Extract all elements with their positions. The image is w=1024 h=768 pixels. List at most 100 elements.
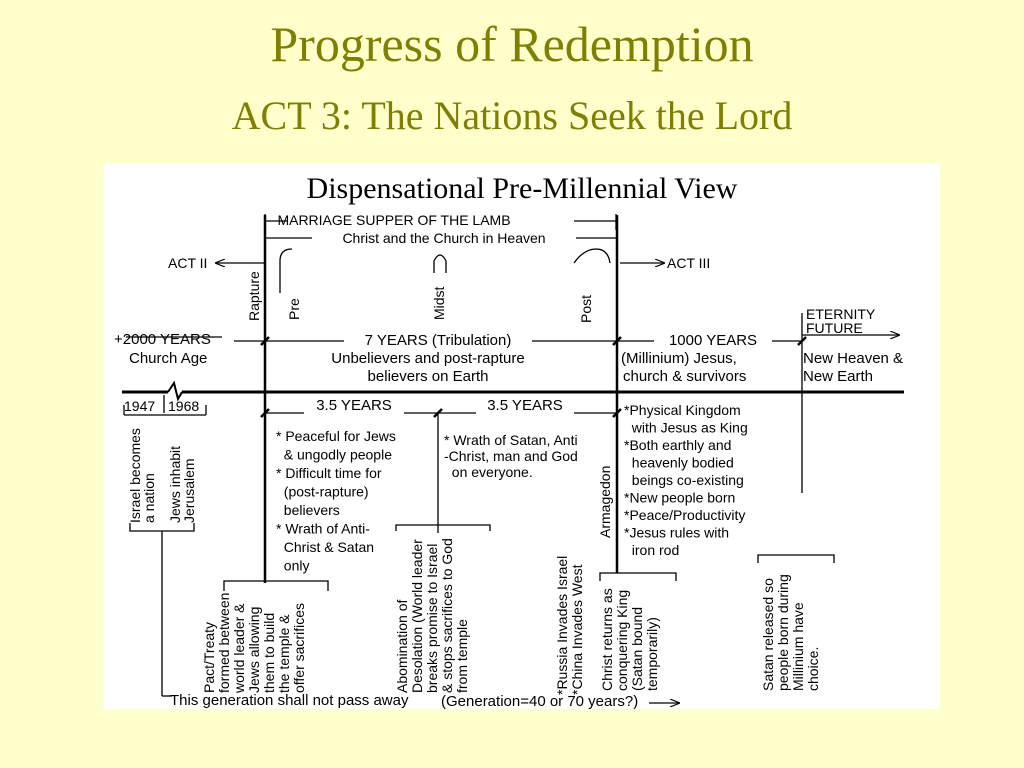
- second-half-line: -Christ, man and God: [444, 448, 578, 464]
- years1000-label: 1000 YEARS: [669, 332, 757, 349]
- abomination-line: Desolation (World leader: [409, 539, 425, 693]
- satan-released-line: people born during: [775, 574, 791, 691]
- timeline-diagram: Dispensational Pre-Millennial View MARRI…: [104, 163, 940, 710]
- christ-returns-bracket: [599, 572, 677, 581]
- future-label: FUTURE: [806, 320, 863, 336]
- abomination-line: from temple: [454, 619, 470, 693]
- kingdom-line: with Jesus as King: [624, 420, 748, 436]
- timeline-break: [167, 380, 183, 402]
- kingdom-line: *Peace/Productivity: [624, 507, 745, 523]
- kingdom-line: *Physical Kingdom: [624, 402, 741, 418]
- tick-rapture-lower: [260, 408, 270, 418]
- kingdom-line: beings co-existing: [624, 472, 744, 488]
- first-half-line: believers: [276, 502, 340, 518]
- abomination-line: Abomination of: [394, 599, 410, 693]
- years2000-label: +2000 YEARS: [114, 331, 211, 348]
- new-heaven-line-2: New Earth: [803, 368, 873, 385]
- post-rapture-curve: [573, 248, 611, 264]
- israel-line-1: Israel becomes: [127, 428, 143, 523]
- satan-released-line: Millinium have: [790, 602, 806, 691]
- first-half-notes: * Peaceful for Jews & ungodly people * Di…: [276, 428, 396, 574]
- pact-bracket: [223, 580, 329, 591]
- satan-released-line: choice.: [805, 647, 821, 691]
- pact-line: world leader &: [231, 603, 247, 694]
- pact-line: them to build: [261, 613, 277, 693]
- pact-line: offer sacrifices: [291, 603, 307, 693]
- tick-millennium-upper: [612, 336, 622, 346]
- year1947-label: 1947: [124, 398, 155, 414]
- abomination-line: & stops sacrifices to God: [439, 538, 455, 693]
- pact-line: formed between: [216, 593, 232, 693]
- first-half-line: * Peaceful for Jews: [276, 428, 396, 444]
- pre-label: Pre: [286, 298, 302, 320]
- christ-returns-line: temporarily): [644, 617, 660, 691]
- pact-line: the temple &: [276, 614, 292, 693]
- israel-bracket: [129, 523, 195, 532]
- satan-released-bracket: [757, 554, 835, 563]
- tick-eternity-upper: [797, 336, 807, 346]
- kingdom-line: iron rod: [624, 542, 679, 558]
- russia-notes: *Russia Invades Israel*China Invades Wes…: [554, 556, 585, 695]
- timeline-svg: Dispensational Pre-Millennial View MARRI…: [114, 172, 904, 710]
- rapture-label: Rapture: [246, 271, 262, 321]
- armageddon-label: Armagedon: [597, 466, 613, 538]
- first-half-line: only: [276, 558, 309, 574]
- act2-label: ACT II: [168, 255, 207, 271]
- jews-line-1: Jews inhabit: [167, 446, 183, 523]
- christ-church-heaven-label: Christ and the Church in Heaven: [342, 230, 545, 246]
- pre-rapture-curve: [279, 248, 293, 293]
- pact-line: Pact/Treaty: [201, 622, 217, 693]
- marriage-supper-label: MARRIAGE SUPPER OF THE LAMB: [277, 212, 510, 228]
- christ-returns-line: Christ returns as: [599, 588, 615, 691]
- russia-line: *Russia Invades Israel: [554, 556, 570, 695]
- year1968-label: 1968: [168, 398, 199, 414]
- christ-returns-line: (Satan bound: [629, 607, 645, 691]
- slide-subtitle: ACT 3: The Nations Seek the Lord: [231, 93, 793, 138]
- new-heaven-line-1: New Heaven &: [803, 350, 903, 367]
- tick-midpoint-lower: [433, 408, 443, 418]
- kingdom-line: *Both earthly and: [624, 437, 731, 453]
- tick-millennium-lower: [612, 408, 622, 418]
- eternity-label: ETERNITY: [806, 306, 876, 322]
- kingdom-line: heavenly bodied: [624, 455, 734, 471]
- christ-returns-line: conquering King: [614, 590, 630, 691]
- first-half-line: & ungodly people: [276, 447, 392, 463]
- post-label: Post: [578, 295, 594, 323]
- russia-line: *China Invades West: [569, 564, 585, 695]
- millennium-line-2: church & survivors: [623, 368, 746, 385]
- kingdom-line: *Jesus rules with: [624, 525, 729, 541]
- first-half-line: * Difficult time for: [276, 465, 382, 481]
- half-a-label: 3.5 YEARS: [316, 397, 392, 414]
- seven-years-label: 7 YEARS (Tribulation): [365, 332, 512, 349]
- unbelievers-line-1: Unbelievers and post-rapture: [331, 350, 524, 367]
- satan-released-line: Satan released so: [760, 578, 776, 691]
- midst-rapture-curve: [433, 254, 447, 273]
- act3-label: ACT III: [667, 255, 710, 271]
- half-b-label: 3.5 YEARS: [487, 397, 563, 414]
- midst-label: Midst: [431, 286, 447, 320]
- slide-title: Progress of Redemption: [270, 16, 754, 72]
- abomination-line: breaks promise to Israel: [424, 544, 440, 693]
- abomination-bracket: [395, 524, 491, 531]
- unbelievers-line-2: believers on Earth: [368, 368, 489, 385]
- kingdom-notes: *Physical Kingdom with Jesus as King*Bot…: [624, 402, 748, 558]
- millennium-line-1: (Millinium) Jesus,: [621, 350, 737, 367]
- first-half-line: (post-rapture): [276, 484, 369, 500]
- tick-rapture-upper: [260, 336, 270, 346]
- second-half-line: * Wrath of Satan, Anti: [444, 432, 578, 448]
- israel-line-2: a nation: [141, 473, 157, 523]
- church-age-label: Church Age: [129, 350, 207, 367]
- pact-line: Jews allowing: [246, 607, 262, 693]
- second-half-line: on everyone.: [444, 464, 533, 480]
- diagram-heading: Dispensational Pre-Millennial View: [307, 172, 738, 205]
- jews-line-2: Jerusalem: [181, 458, 197, 523]
- first-half-line: * Wrath of Anti-: [276, 521, 370, 537]
- first-half-line: Christ & Satan: [276, 539, 374, 555]
- second-half-notes: * Wrath of Satan, Anti-Christ, man and G…: [444, 432, 578, 480]
- generation-label: This generation shall not pass away: [170, 692, 409, 709]
- kingdom-line: *New people born: [624, 490, 735, 506]
- generation-note: (Generation=40 or 70 years?): [441, 693, 638, 709]
